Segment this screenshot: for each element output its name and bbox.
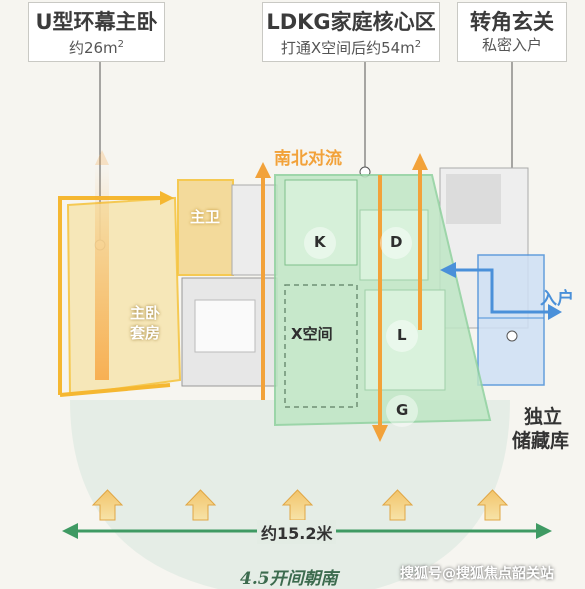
corridor-block [231, 184, 278, 276]
dining-area [359, 209, 429, 281]
callout-title: LDKG家庭核心区 [266, 10, 436, 34]
callout-subtitle: 约26m2 [68, 39, 125, 57]
storage-label-line1: 独立 [524, 406, 563, 428]
room-d-circle [380, 227, 412, 259]
room-label-g: G [396, 401, 409, 419]
airflow-arrow-head [412, 153, 428, 170]
width-label: 约15.2米 [257, 520, 337, 544]
room-l-circle [386, 320, 418, 352]
u-window-bottom [59, 383, 171, 397]
room-k-circle [304, 227, 336, 259]
entrance-arrow-tail [548, 304, 562, 320]
room-label-x-space: X空间 [291, 325, 333, 343]
bed [194, 299, 256, 353]
airflow-arrow-head [255, 162, 271, 178]
entrance-arrow-head [440, 262, 456, 278]
sunlight-arrows [91, 489, 509, 521]
room-label-master-bath: 主卫 [190, 208, 221, 226]
airflow-fade-left [95, 165, 109, 380]
storage-label-line2: 储藏库 [512, 430, 570, 452]
callout-master-bedroom: U型环幕主卧 约26m2 [28, 2, 165, 62]
entrance-label: 入户 [540, 289, 574, 309]
entrance-arrow [455, 268, 556, 314]
callout-title: 转角玄关 [470, 10, 554, 34]
callout-subtitle: 私密入户 [481, 36, 542, 54]
kitchen-area [284, 179, 358, 266]
sun-arrow-icon [91, 489, 124, 521]
sun-arrow-icon [476, 489, 509, 521]
room-label-master-suite: 套房 [130, 324, 161, 342]
room-label-master-suite: 主卧 [130, 304, 161, 322]
south-label: 4.5开间朝南 [240, 569, 338, 589]
width-arrow-left [62, 523, 78, 539]
master-bedroom-zone [66, 196, 182, 397]
room-label-d: D [390, 233, 403, 251]
bathroom-2 [446, 174, 501, 224]
width-arrow-right [536, 523, 552, 539]
sun-arrow-icon [281, 489, 314, 521]
master-bath-zone [177, 179, 234, 276]
room-g-circle [386, 395, 418, 427]
airflow-arrow-head [372, 425, 388, 442]
entry-storage-blue [477, 254, 545, 386]
sun-arrow-icon [184, 489, 217, 521]
x-space-dashed [284, 284, 358, 408]
storage-dot [506, 330, 518, 342]
airflow-fade-head [95, 150, 109, 165]
u-window-arrow [58, 196, 160, 395]
ground-arc [70, 400, 510, 589]
callout-title: U型环幕主卧 [35, 10, 158, 34]
callout-foyer: 转角玄关 私密入户 [457, 2, 567, 62]
callout-subtitle: 打通X空间后约54m2 [280, 39, 422, 57]
airflow-label: 南北对流 [274, 149, 342, 169]
callout-ldkg: LDKG家庭核心区 打通X空间后约54m2 [262, 2, 440, 62]
watermark-text: 搜狐号@搜狐焦点韶关站 [400, 566, 554, 582]
room-label-l: L [397, 326, 407, 344]
sun-arrow-icon [381, 489, 414, 521]
u-arrow-head [160, 191, 174, 205]
room-label-k: K [314, 233, 326, 251]
